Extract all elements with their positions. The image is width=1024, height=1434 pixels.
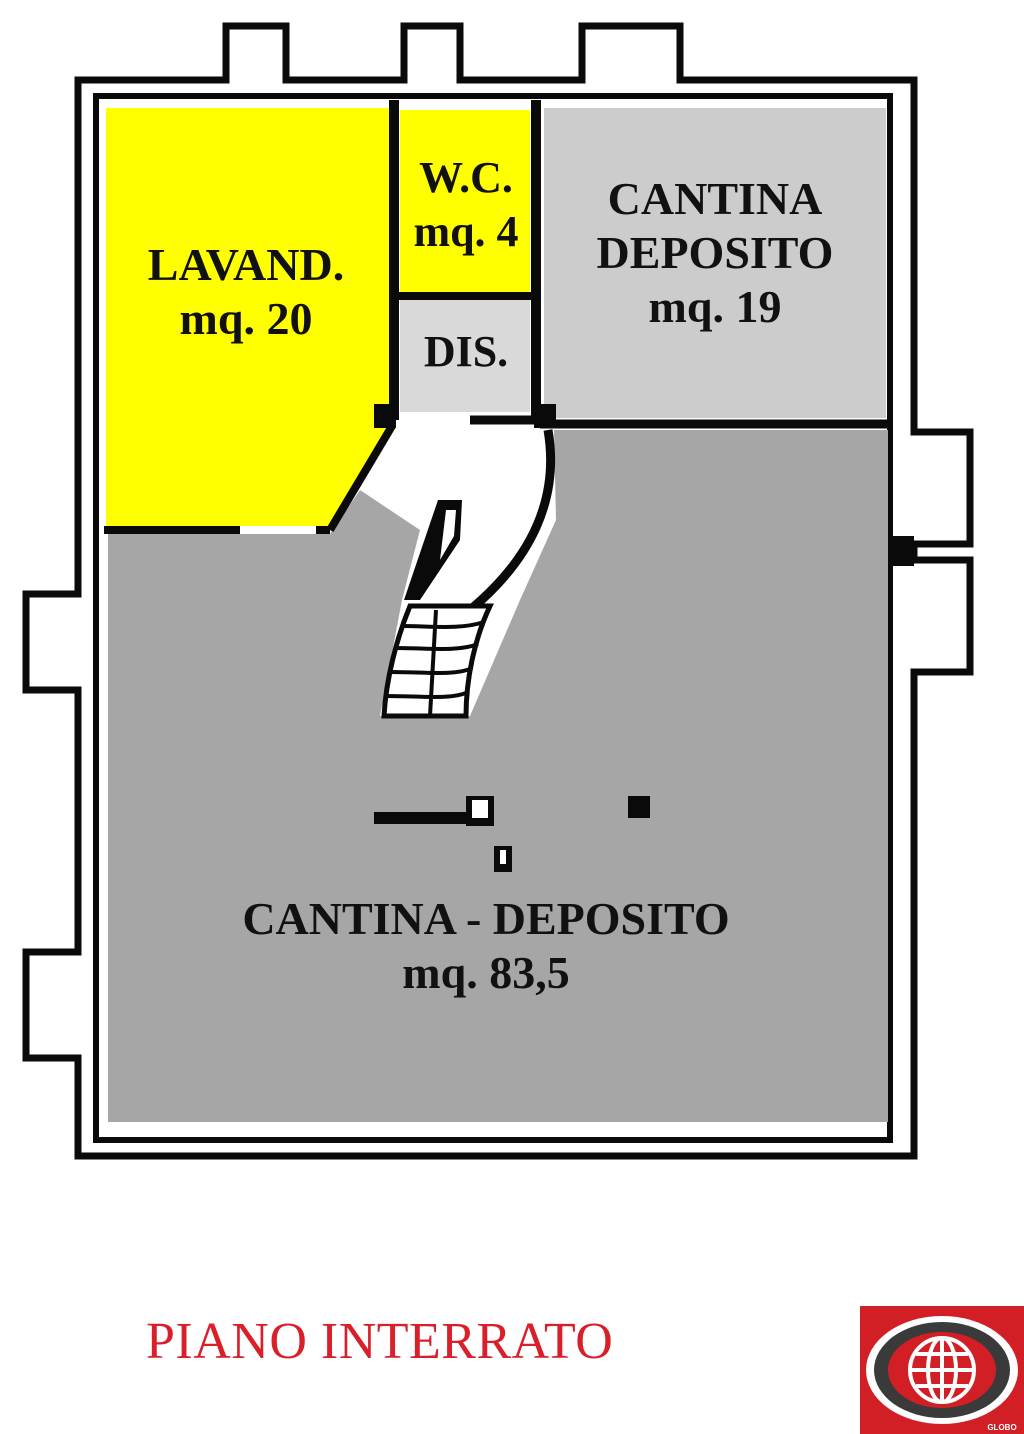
inner-wall-line (93, 93, 893, 1143)
globe-icon (908, 1336, 976, 1404)
cantina-small-name-line1: CANTINA (608, 173, 823, 224)
cantina-small-area: mq. 19 (649, 281, 782, 332)
agency-logo: GLOBO (860, 1306, 1024, 1434)
lavanderia-room (106, 108, 390, 526)
exterior-walls (22, 22, 974, 1160)
lavanderia-area: mq. 20 (180, 293, 313, 344)
disimpegno-name: DIS. (424, 327, 508, 376)
lavanderia-name: LAVAND. (148, 239, 344, 290)
outer-wall-line (22, 22, 974, 1160)
wc-room (400, 110, 530, 292)
cantina-small-name-line2: DEPOSITO (597, 227, 834, 278)
floor-plan: LAVAND. mq. 20 W.C. mq. 4 DIS. CANTINA D… (22, 22, 974, 1160)
logo-text: GLOBO (987, 1423, 1016, 1432)
disimpegno-room (400, 300, 530, 412)
cantina-small-room (544, 108, 886, 418)
cantina-large-area: mq. 83,5 (402, 947, 569, 998)
wc-name: W.C. (419, 153, 513, 202)
spiral-stair-icon (381, 500, 494, 719)
cantina-large-room (108, 430, 888, 1122)
columns (374, 404, 914, 872)
floor-title: PIANO INTERRATO (146, 1313, 614, 1370)
interior-walls (104, 100, 890, 717)
wc-area: mq. 4 (413, 207, 518, 256)
cantina-large-name: CANTINA - DEPOSITO (242, 893, 729, 944)
